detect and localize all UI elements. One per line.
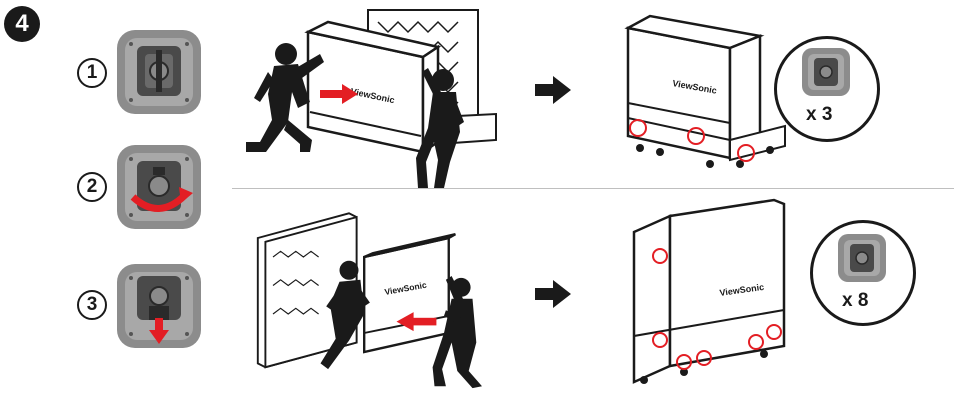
display-joined-result: ViewSonic [632, 198, 786, 384]
arrow-right-icon-2 [535, 280, 571, 308]
latch-pull-icon [117, 264, 201, 348]
latch-step-3-number: 3 [77, 290, 107, 320]
step-number-badge: 4 [4, 6, 40, 42]
row-divider [232, 188, 954, 189]
display-on-cart-result: ViewSonic [624, 14, 786, 168]
latch-icon-2 [838, 234, 886, 282]
arrow-right-icon [535, 76, 571, 104]
latch-rotate-icon [117, 145, 201, 229]
latch-icon [802, 48, 850, 96]
latch-count-badge-bottom [810, 220, 916, 326]
latch-step-2-number: 2 [77, 172, 107, 202]
latch-closed-icon [117, 30, 201, 114]
latch-count-bottom: x 8 [842, 290, 869, 311]
push-display-scene: ViewSonic [256, 212, 482, 389]
latch-count-top: x 3 [806, 104, 833, 125]
carry-display-scene: ViewSonic [246, 9, 497, 188]
latch-step-1-number: 1 [77, 58, 107, 88]
